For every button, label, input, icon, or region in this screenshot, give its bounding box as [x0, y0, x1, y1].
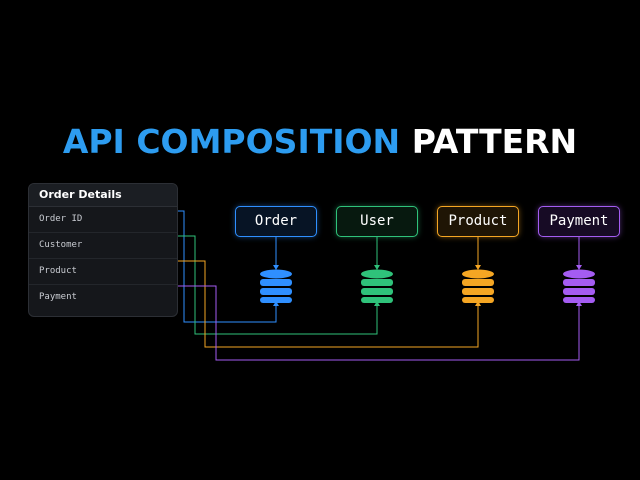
- svc-arrowhead-payment: [576, 265, 582, 270]
- database-icon: [361, 269, 393, 303]
- database-icon: [462, 269, 494, 303]
- database-icon: [563, 269, 595, 303]
- svc-arrowhead-order: [273, 265, 279, 270]
- connector-payment: [178, 285, 580, 361]
- arrow-product: [475, 301, 481, 306]
- service-order: Order: [235, 206, 317, 237]
- title-rest: PATTERN: [411, 122, 578, 161]
- field-payment: Payment: [39, 292, 77, 302]
- svc-arrowhead-product: [475, 265, 481, 270]
- arrow-user: [374, 301, 380, 306]
- connector-product: [178, 260, 479, 348]
- card-header: Order Details: [29, 184, 177, 207]
- connector-user: [178, 235, 378, 335]
- database-icon: [260, 269, 292, 303]
- service-user: User: [336, 206, 418, 237]
- service-product: Product: [437, 206, 519, 237]
- svc-arrowhead-user: [374, 265, 380, 270]
- field-order-id: Order ID: [29, 207, 177, 233]
- field-product: Product: [29, 259, 177, 285]
- field-customer: Customer: [29, 233, 177, 259]
- page-title: API COMPOSITION PATTERN: [0, 122, 640, 161]
- service-payment: Payment: [538, 206, 620, 237]
- arrow-payment: [576, 301, 582, 306]
- order-details-card: Order Details Order ID Customer Product …: [28, 183, 178, 317]
- arrow-order: [273, 301, 279, 306]
- connector-order: [178, 210, 277, 323]
- title-highlight: API COMPOSITION: [62, 122, 401, 161]
